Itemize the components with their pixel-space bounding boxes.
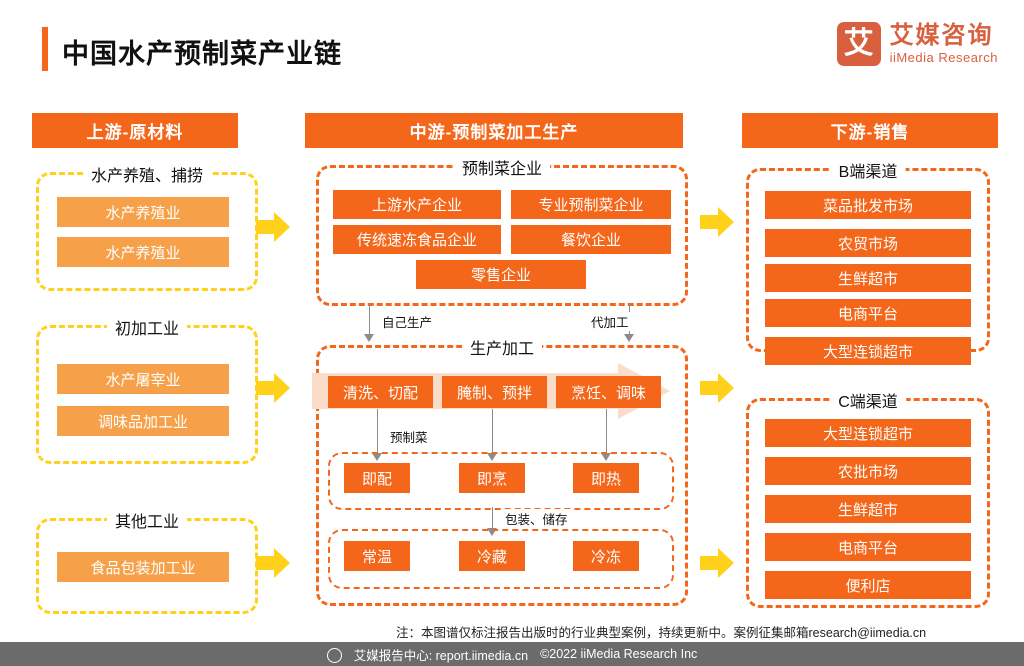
chip-b-channel-4[interactable]: 大型连锁超市 xyxy=(765,337,971,365)
chip-c-channel-4[interactable]: 便利店 xyxy=(765,571,971,599)
chip-c-channel-2[interactable]: 生鲜超市 xyxy=(765,495,971,523)
connector-arrow-ready-0-icon xyxy=(372,453,382,461)
chip-b-channel-2[interactable]: 生鲜超市 xyxy=(765,264,971,292)
chip-c-channel-3[interactable]: 电商平台 xyxy=(765,533,971,561)
chip-enterprise-specialized[interactable]: 专业预制菜企业 xyxy=(511,190,671,219)
footer-report-center: 艾媒报告中心: report.iimedia.cn xyxy=(353,648,529,663)
chip-upstream-0-1[interactable]: 水产养殖业 xyxy=(57,237,229,267)
logo-mark-glyph: 艾 xyxy=(843,27,874,60)
connector-arrow-packing-storage-icon xyxy=(487,528,497,536)
connector-label-oem: 代加工 xyxy=(588,312,632,331)
group-label-production-processing: 生产加工 xyxy=(461,335,543,359)
group-label-b-channel: B端渠道 xyxy=(830,158,906,182)
group-other-industry: 其他工业 食品包装加工业 xyxy=(36,508,258,614)
connector-arrow-oem-icon xyxy=(624,334,634,342)
group-primary-processing: 初加工业 水产屠宰业 调味品加工业 xyxy=(36,315,258,464)
arrow-upstream-to-midstream-2-icon xyxy=(256,373,290,403)
chip-upstream-1-1[interactable]: 调味品加工业 xyxy=(57,406,229,436)
chip-storage-frozen[interactable]: 冷冻 xyxy=(573,541,639,571)
footer-bar: 艾媒报告中心: report.iimedia.cn ©2022 iiMedia … xyxy=(0,642,1024,666)
page-title: 中国水产预制菜产业链 xyxy=(62,39,342,69)
chip-upstream-2-0[interactable]: 食品包装加工业 xyxy=(57,552,229,582)
connector-label-prepared-dish: 预制菜 xyxy=(387,427,431,446)
chip-ready-assemble[interactable]: 即配 xyxy=(344,463,410,493)
chip-process-wash-cut[interactable]: 清洗、切配 xyxy=(328,376,433,408)
chip-upstream-0-0[interactable]: 水产养殖业 xyxy=(57,197,229,227)
group-ready-types xyxy=(328,452,674,510)
chip-ready-heat[interactable]: 即热 xyxy=(573,463,639,493)
chip-process-marinate-mix[interactable]: 腌制、预拌 xyxy=(442,376,547,408)
group-label-c-channel: C端渠道 xyxy=(830,388,906,412)
stage-header-midstream: 中游-预制菜加工生产 xyxy=(305,113,683,148)
logo-name-en: iiMedia Research xyxy=(889,50,998,66)
group-c-channel: C端渠道 大型连锁超市 农批市场 生鲜超市 电商平台 便利店 xyxy=(746,388,990,608)
connector-arrow-ready-1-icon xyxy=(487,453,497,461)
logo-mark-icon: 艾 xyxy=(836,22,881,66)
chip-upstream-1-0[interactable]: 水产屠宰业 xyxy=(57,364,229,394)
connector-line-packing-storage xyxy=(492,507,493,530)
footnote: 注：本图谱仅标注报告出版时的行业典型案例，持续更新中。案例征集邮箱researc… xyxy=(396,626,927,640)
chip-enterprise-retail[interactable]: 零售企业 xyxy=(416,260,586,289)
chip-storage-ambient[interactable]: 常温 xyxy=(344,541,410,571)
connector-arrow-self-production-icon xyxy=(364,334,374,342)
connector-arrow-ready-2-icon xyxy=(601,453,611,461)
group-prepared-dish-enterprises: 预制菜企业 上游水产企业 专业预制菜企业 传统速冻食品企业 餐饮企业 零售企业 xyxy=(316,155,688,306)
chip-process-cook-season[interactable]: 烹饪、调味 xyxy=(556,376,661,408)
chip-enterprise-frozen-food[interactable]: 传统速冻食品企业 xyxy=(333,225,501,254)
group-label-primary-processing: 初加工业 xyxy=(106,315,188,339)
connector-line-ready-0 xyxy=(377,409,378,455)
chip-b-channel-1[interactable]: 农贸市场 xyxy=(765,229,971,257)
registered-mark-icon xyxy=(326,647,342,663)
brand-logo: 艾 艾媒咨询 iiMedia Research xyxy=(836,22,998,66)
chip-c-channel-1[interactable]: 农批市场 xyxy=(765,457,971,485)
connector-label-self-production: 自己生产 xyxy=(379,312,436,331)
group-production-processing: 生产加工 xyxy=(316,335,688,606)
connector-line-self-production xyxy=(369,303,370,336)
arrow-midstream-to-downstream-1-icon xyxy=(700,207,734,237)
arrow-midstream-to-downstream-3-icon xyxy=(700,548,734,578)
chip-enterprise-upstream-aquatic[interactable]: 上游水产企业 xyxy=(333,190,501,219)
arrow-upstream-to-midstream-3-icon xyxy=(256,548,290,578)
connector-line-ready-2 xyxy=(606,409,607,455)
chip-b-channel-0[interactable]: 菜品批发市场 xyxy=(765,191,971,219)
title-accent-bar xyxy=(42,27,48,71)
footer-copyright: ©2022 iiMedia Research Inc xyxy=(540,647,698,661)
chip-c-channel-0[interactable]: 大型连锁超市 xyxy=(765,419,971,447)
group-storage-types xyxy=(328,529,674,589)
group-aquaculture: 水产养殖、捕捞 水产养殖业 水产养殖业 xyxy=(36,162,258,291)
connector-label-packing-storage: 包装、储存 xyxy=(502,509,571,528)
chip-enterprise-catering[interactable]: 餐饮企业 xyxy=(511,225,671,254)
connector-line-ready-1 xyxy=(492,409,493,455)
arrow-midstream-to-downstream-2-icon xyxy=(700,373,734,403)
group-label-aquaculture: 水产养殖、捕捞 xyxy=(82,162,212,186)
chip-storage-chilled[interactable]: 冷藏 xyxy=(459,541,525,571)
stage-header-upstream: 上游-原材料 xyxy=(32,113,238,148)
logo-name-cn: 艾媒咨询 xyxy=(889,22,994,50)
group-label-other-industry: 其他工业 xyxy=(106,508,188,532)
arrow-upstream-to-midstream-1-icon xyxy=(256,212,290,242)
stage-header-downstream: 下游-销售 xyxy=(742,113,998,148)
group-b-channel: B端渠道 菜品批发市场 农贸市场 生鲜超市 电商平台 大型连锁超市 xyxy=(746,158,990,365)
group-label-prepared-dish-enterprises: 预制菜企业 xyxy=(453,155,551,179)
chip-b-channel-3[interactable]: 电商平台 xyxy=(765,299,971,327)
chip-ready-cook[interactable]: 即烹 xyxy=(459,463,525,493)
